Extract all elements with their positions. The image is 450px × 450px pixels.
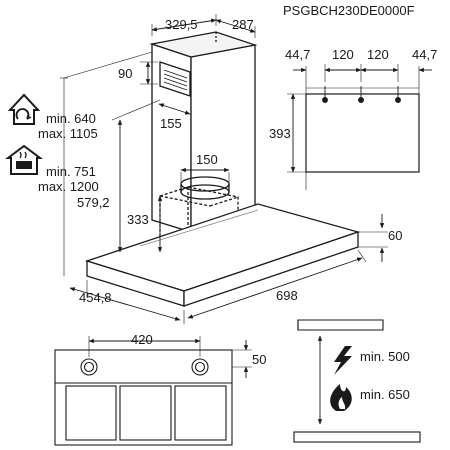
- pot-min: min. 751: [46, 164, 96, 179]
- flame-icon: [330, 384, 352, 411]
- dim-bracket-height: 393: [269, 126, 291, 141]
- dim-chimney-depth: 329,5: [165, 17, 198, 32]
- dim-hood-depth: 454,8: [79, 290, 112, 305]
- model-code: PSGBCH230DE0000F: [283, 3, 415, 18]
- top-bracket: [159, 61, 191, 97]
- hood-front-view: [54, 336, 252, 446]
- dim-bracket-edge-right: 44,7: [412, 47, 437, 62]
- pot-icon: [5, 144, 43, 175]
- dim-hole-offset: 50: [252, 352, 266, 367]
- dim-bracket-offset: 155: [160, 116, 182, 131]
- clearance-side-view: [293, 319, 421, 443]
- dim-bracket-edge-left: 44,7: [285, 47, 310, 62]
- dim-hole-spacing: 420: [131, 332, 153, 347]
- house-min: min. 640: [46, 111, 96, 126]
- labels: PSGBCH230DE0000F 329,5 287 90 155 150 57…: [38, 3, 437, 402]
- gas-min: min. 650: [360, 387, 410, 402]
- chimney: [149, 31, 258, 233]
- dim-bracket-spacing-right: 120: [367, 47, 389, 62]
- lightning-icon: [334, 346, 352, 375]
- dim-hood-width: 698: [276, 288, 298, 303]
- house-max: max. 1105: [38, 126, 98, 141]
- dim-hood-thickness: 60: [388, 228, 402, 243]
- electric-min: min. 500: [360, 349, 410, 364]
- dim-bracket-spacing-left: 120: [332, 47, 354, 62]
- dim-chimney-width: 287: [232, 17, 254, 32]
- pot-max: max. 1200: [38, 179, 99, 194]
- house-icon: [7, 93, 41, 125]
- dim-outlet-diameter: 150: [196, 152, 218, 167]
- dim-hood-height: 579,2: [77, 195, 110, 210]
- bracket-front-view: [287, 64, 432, 190]
- dim-box-height: 333: [127, 212, 149, 227]
- dim-top-offset: 90: [118, 66, 132, 81]
- dimension-lines: [60, 14, 388, 324]
